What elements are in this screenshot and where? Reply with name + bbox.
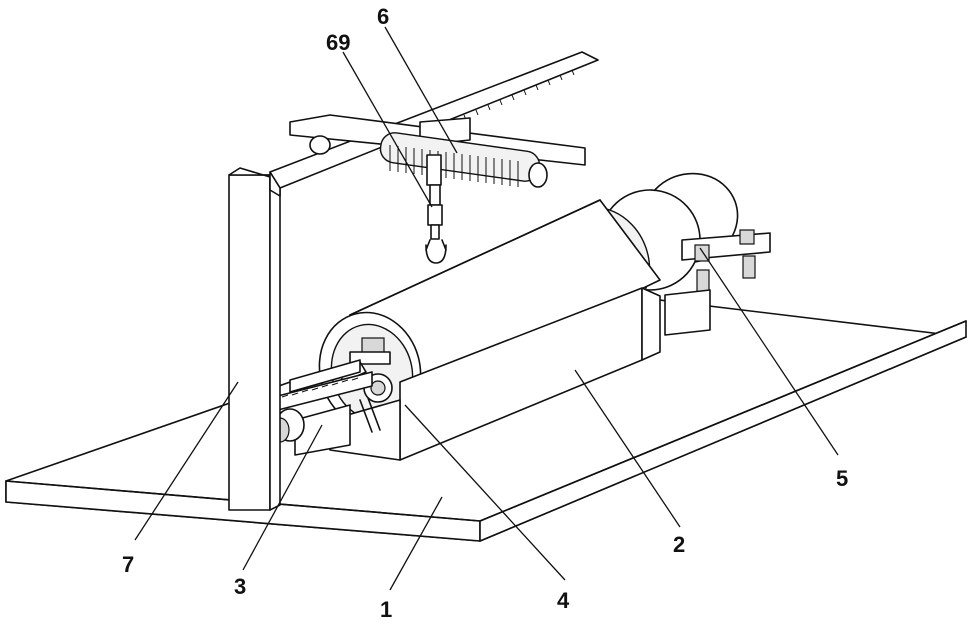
label-69: 69 bbox=[326, 30, 350, 55]
label-4: 4 bbox=[557, 588, 570, 613]
lifting-hook bbox=[426, 155, 446, 263]
label-3: 3 bbox=[234, 574, 246, 599]
label-1: 1 bbox=[380, 597, 392, 622]
vertical-column bbox=[229, 168, 280, 510]
label-5: 5 bbox=[836, 466, 848, 491]
label-2: 2 bbox=[673, 532, 685, 557]
label-7: 7 bbox=[122, 552, 134, 577]
label-6: 6 bbox=[377, 4, 389, 29]
